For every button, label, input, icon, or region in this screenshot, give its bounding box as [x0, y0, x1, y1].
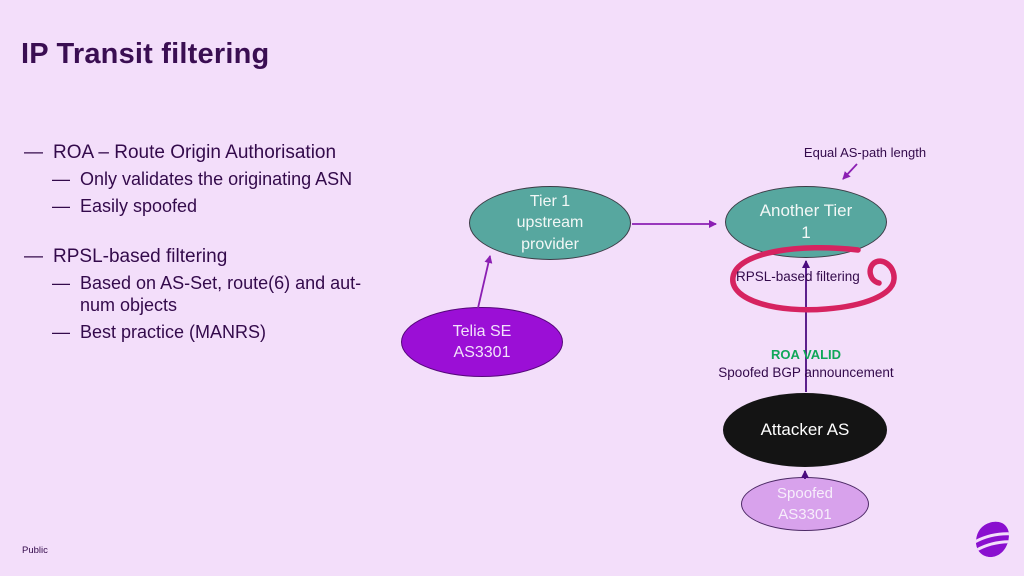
node-tier1-upstream-provider: Tier 1 upstream provider	[469, 186, 631, 260]
node-label: Spoofed AS3301	[777, 485, 833, 523]
bullet-roa-spoofed: — Easily spoofed	[52, 196, 404, 218]
bullet-rpsl-best-practice: — Best practice (MANRS)	[52, 322, 404, 344]
node-telia-se-as3301: Telia SE AS3301	[401, 307, 563, 377]
bullet-dash: —	[24, 142, 43, 163]
label-spoofed-bgp-announcement: Spoofed BGP announcement	[718, 365, 894, 380]
node-label: Another Tier 1	[759, 200, 853, 242]
node-another-tier1: Another Tier 1	[725, 186, 887, 258]
bullet-dash: —	[24, 246, 43, 268]
arrow-equal-as-path-pointer	[842, 163, 858, 180]
node-spoofed-as3301: Spoofed AS3301	[741, 477, 869, 531]
label-equal-as-path-length: Equal AS-path length	[803, 145, 927, 160]
classification-footer: Public	[22, 545, 48, 556]
bullet-text: Only validates the originating ASN	[80, 169, 353, 190]
bullet-dash: —	[52, 169, 70, 190]
bullet-text: Easily spoofed	[80, 196, 198, 217]
bullet-dash: —	[52, 196, 70, 217]
bullet-roa: — ROA – Route Origin Authorisation	[24, 141, 404, 164]
bullet-rpsl-based-on: — Based on AS-Set, route(6) and aut-num …	[52, 273, 404, 317]
bullet-text: Based on AS-Set, route(6) and aut-num ob…	[80, 273, 362, 316]
telia-pebble-logo-icon	[975, 521, 1009, 558]
page-title: IP Transit filtering	[21, 38, 270, 70]
bullet-roa-validates: — Only validates the originating ASN	[52, 169, 404, 191]
bullet-dash: —	[52, 322, 70, 343]
bullet-dash: —	[52, 273, 70, 294]
label-roa-valid: ROA VALID	[770, 347, 842, 362]
bullet-list: — ROA – Route Origin Authorisation — Onl…	[24, 141, 404, 349]
bullet-rpsl: — RPSL-based filtering	[24, 245, 404, 268]
arrow-telia-to-tier1	[477, 255, 493, 309]
node-label: Attacker AS	[760, 419, 850, 439]
node-label: Telia SE AS3301	[452, 322, 512, 361]
node-label: Tier 1 upstream provider	[516, 193, 584, 253]
bullet-text: Best practice (MANRS)	[80, 322, 267, 343]
label-rpsl-based-filtering: RPSL-based filtering	[736, 269, 860, 284]
bullet-text: RPSL-based filtering	[53, 246, 228, 268]
node-attacker-as: Attacker AS	[723, 393, 887, 467]
bullet-text: ROA – Route Origin Authorisation	[53, 142, 337, 163]
